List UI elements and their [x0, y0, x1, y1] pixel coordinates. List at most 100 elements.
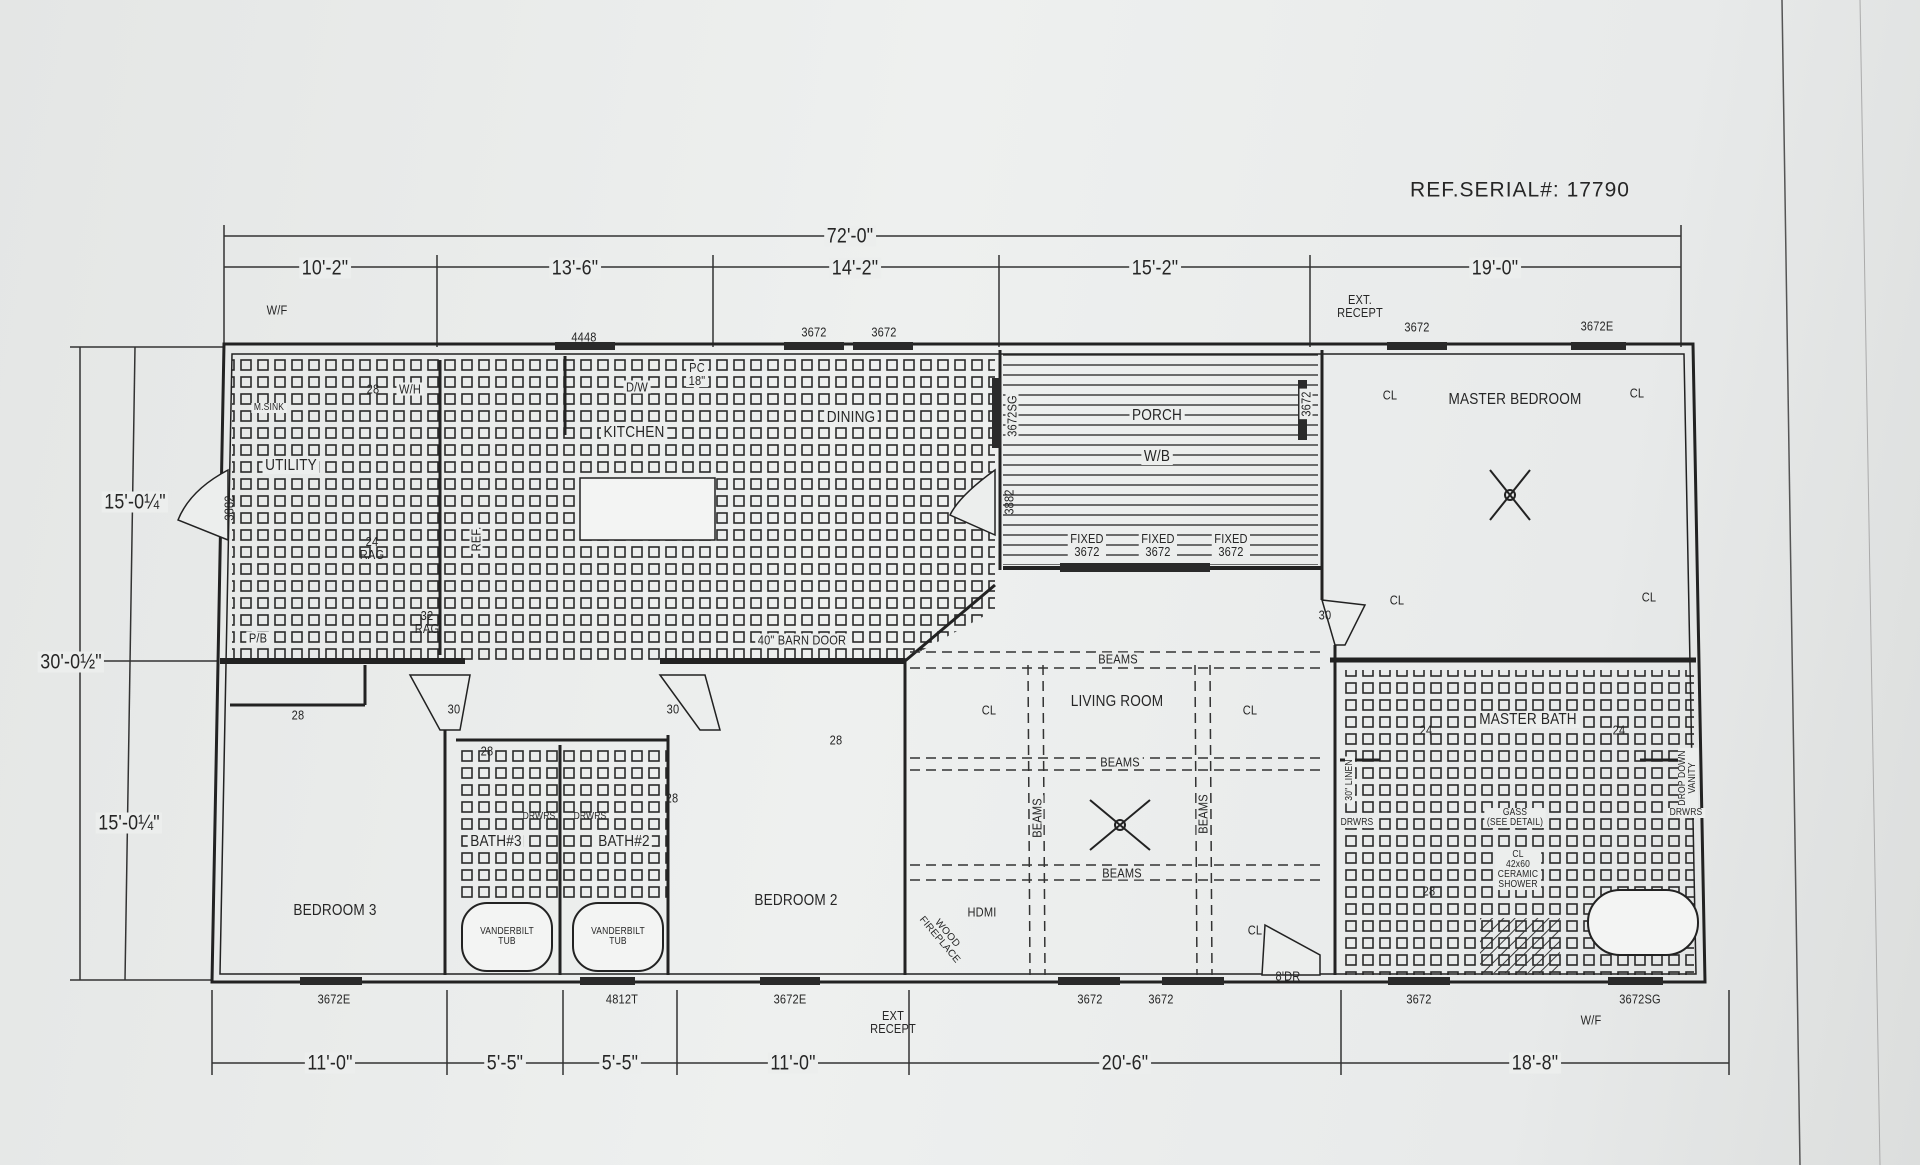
dishwasher-label: D/W: [623, 380, 651, 394]
gass-label: GASS (SEE DETAIL): [1484, 808, 1546, 828]
room-label-master-bath: MASTER BATH: [1476, 712, 1580, 728]
top-dimension: 14'-2": [829, 257, 881, 279]
door-size: 28: [480, 743, 494, 759]
beams-label: BEAMS: [1097, 755, 1143, 769]
room-label-bath-2: BATH#2: [595, 834, 653, 850]
pantry-cabinet-label: PC 18": [686, 361, 708, 387]
top-dimension: 15'-2": [1129, 257, 1181, 279]
bottom-dimension: 5'-5": [599, 1052, 641, 1074]
ceiling-light-icon: CL: [1242, 702, 1258, 718]
porch-note: W/B: [1141, 449, 1173, 465]
drawers-label: DRWRS: [1667, 808, 1705, 818]
door-size: 28: [366, 381, 380, 397]
kitchen-island: [579, 477, 716, 541]
beams-label: BEAMS: [1030, 795, 1045, 841]
window-label: 3672E: [1580, 318, 1614, 334]
ceiling-light-icon: CL: [1389, 592, 1405, 608]
door-size: 8'DR: [1275, 968, 1301, 984]
ceiling-light-icon: CL: [981, 702, 997, 718]
room-label-kitchen: KITCHEN: [601, 425, 667, 441]
door-size: 30: [666, 701, 680, 717]
window-label: 3672: [871, 324, 897, 340]
window-label: 3672SG: [1619, 991, 1661, 1007]
ref-serial-number: REF.SERIAL#: 17790: [1410, 178, 1630, 202]
door-size: 32 RAG: [414, 608, 440, 636]
water-faucet-label: W/F: [1580, 1012, 1602, 1028]
left-upper-dimension: 15'-0¼": [101, 491, 169, 513]
room-label-bedroom-3: BEDROOM 3: [293, 902, 377, 919]
water-heater-label: W/H: [396, 382, 424, 396]
exterior-receptacle: EXT RECEPT: [870, 1008, 916, 1036]
tub-label: VANDERBILT TUB: [591, 926, 645, 947]
tub-label: VANDERBILT TUB: [480, 926, 534, 947]
bottom-dimension: 11'-0": [767, 1052, 819, 1074]
ceiling-fan-icon: [1089, 469, 1531, 851]
hdmi-label: HDMI: [967, 904, 997, 920]
bath2-tile-floor: [562, 745, 668, 900]
window-label: 3672E: [317, 991, 351, 1007]
bath3-tile-floor: [456, 745, 560, 900]
room-label-utility: UTILITY: [262, 458, 320, 474]
bottom-dimension: 18'-8": [1509, 1052, 1561, 1074]
tub-icon: [461, 889, 1699, 972]
top-dimension: 10'-2": [299, 257, 351, 279]
left-total-dimension: 30'-0½": [37, 651, 105, 673]
drawers-label: DRWRS: [1338, 818, 1376, 828]
beams-label: BEAMS: [1099, 866, 1145, 880]
room-label-living-room: LIVING ROOM: [1070, 693, 1164, 710]
door-size: 28: [829, 732, 843, 748]
porch-door: 3882: [1001, 489, 1017, 515]
porch-window: 3672: [1299, 388, 1314, 420]
shower-label: CL 42x60 CERAMIC SHOWER: [1495, 850, 1541, 890]
paper-edge: [1859, 0, 1881, 1165]
vanity-label: DROP DOWN VANITY: [1677, 747, 1698, 809]
drawers-label: DRWRS: [522, 811, 556, 822]
walls: [210, 342, 1707, 984]
dimension-lines: [70, 225, 1730, 1075]
ceiling-light-icon: CL: [1247, 922, 1263, 938]
ceiling-light-icon: CL: [1382, 387, 1398, 403]
mop-sink-label: M.SINK: [251, 403, 287, 413]
water-faucet-label: W/F: [266, 302, 288, 318]
door-size: 28: [665, 790, 679, 806]
room-label-master-bedroom: MASTER BEDROOM: [1448, 391, 1582, 408]
ceiling-light-icon: CL: [1641, 589, 1657, 605]
porch-fixed-window: FIXED 3672: [1067, 532, 1107, 558]
utility-exterior-door: 3882: [221, 495, 237, 521]
exterior-receptacle: EXT. RECEPT: [1337, 292, 1383, 320]
panel-box-label: P/B: [246, 631, 270, 645]
windows: [300, 342, 1663, 985]
barn-door-label: 40" BARN DOOR: [755, 633, 849, 647]
door-swings: [177, 468, 1367, 976]
porch-fixed-window: FIXED 3672: [1211, 532, 1251, 558]
refrigerator-label: REF.: [469, 524, 484, 554]
door-size: 28: [1422, 883, 1436, 899]
door-size: 30: [1318, 607, 1332, 623]
window-label: 3672: [1077, 991, 1103, 1007]
door-size: 24: [1419, 722, 1433, 738]
linen-closet-label: 30" LINEN: [1344, 756, 1355, 804]
window-label: 4812T: [605, 991, 639, 1007]
beams-label: BEAMS: [1196, 791, 1211, 837]
room-label-porch: PORCH: [1129, 408, 1185, 424]
ceiling-light-icon: CL: [1629, 385, 1645, 401]
door-size: 28: [291, 707, 305, 723]
room-label-bath-3: BATH#3: [467, 834, 525, 850]
room-label-bedroom-2: BEDROOM 2: [754, 892, 838, 909]
window-label: 3672: [1404, 319, 1430, 335]
left-lower-dimension: 15'-0¼": [95, 812, 163, 834]
bottom-dimension: 11'-0": [304, 1052, 356, 1074]
door-size: 24 RAG: [359, 534, 385, 562]
porch-fixed-window: FIXED 3672: [1138, 532, 1178, 558]
overall-width-dimension: 72'-0": [824, 225, 876, 247]
bottom-dimension: 5'-5": [484, 1052, 526, 1074]
porch-sliding-door: 3672SG: [1005, 392, 1020, 440]
window-label: 3672: [1406, 991, 1432, 1007]
room-label-dining: DINING: [824, 410, 878, 426]
bottom-dimension: 20'-6": [1099, 1052, 1151, 1074]
window-label: 3672E: [773, 991, 807, 1007]
window-label: 3672: [1148, 991, 1174, 1007]
drawers-label: DRWRS: [573, 811, 607, 822]
door-size: 24: [1612, 722, 1626, 738]
